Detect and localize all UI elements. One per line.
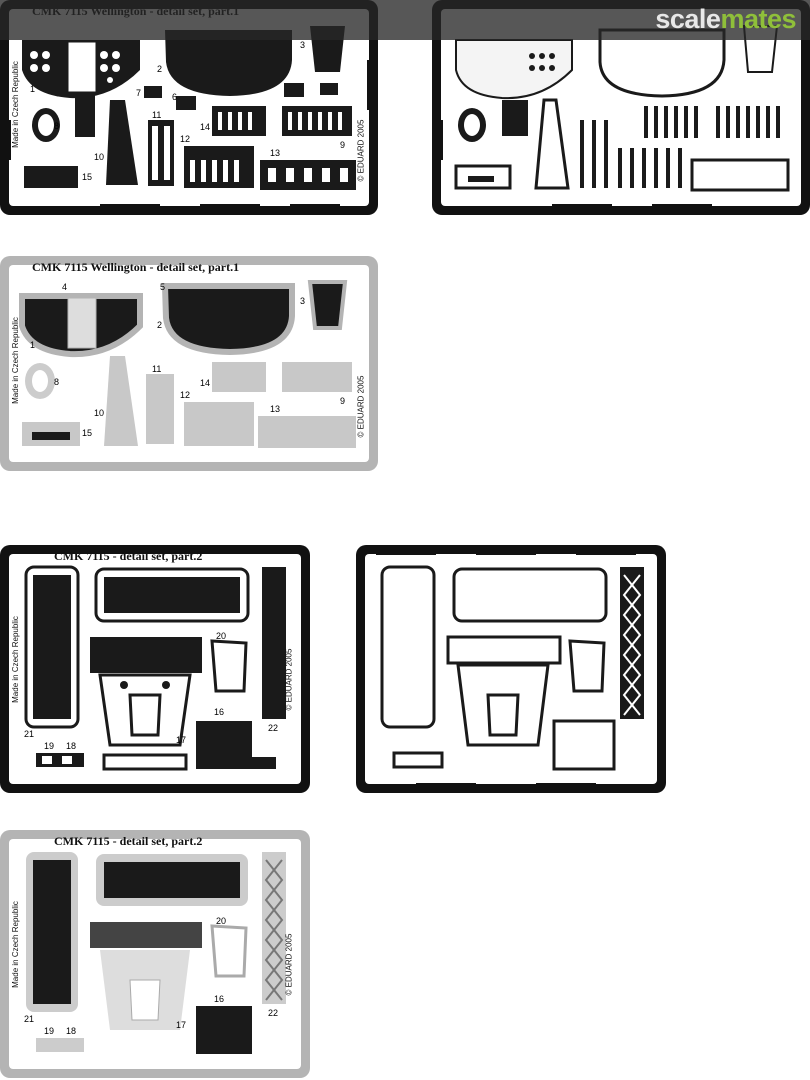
part-number: 14 bbox=[200, 122, 211, 132]
part-number: 1 bbox=[30, 340, 36, 350]
part-number: 10 bbox=[94, 152, 105, 162]
fret-part2-dark: CMK 7115 - detail set, part.2 Made in Cz… bbox=[0, 545, 310, 793]
fret1-maker-text: Made in Czech Republic bbox=[10, 61, 20, 148]
fret-part1-reverse bbox=[432, 0, 810, 215]
part-number: 10 bbox=[94, 408, 105, 418]
fret-part1-dark: CMK 7115 Wellington - detail set, part.1… bbox=[0, 0, 378, 215]
part-number: 21 bbox=[24, 1014, 35, 1024]
fret2-maker-text: Made in Czech Republic bbox=[10, 616, 20, 703]
part-number: 3 bbox=[300, 296, 306, 306]
scalemates-logo: scalemates bbox=[655, 4, 796, 34]
fret1-grey-maker-text: Made in Czech Republic bbox=[10, 317, 20, 404]
part-number: 20 bbox=[216, 916, 227, 926]
part-number: 15 bbox=[82, 428, 93, 438]
part-number: 11 bbox=[152, 110, 162, 120]
part-number: 8 bbox=[54, 121, 60, 131]
part-number: 20 bbox=[216, 631, 227, 641]
part-number: 13 bbox=[270, 148, 281, 158]
fret2-grey-copyright-text: © EDUARD 2005 bbox=[284, 933, 294, 996]
part-number: 13 bbox=[270, 404, 281, 414]
fret1-grey-title: CMK 7115 Wellington - detail set, part.1 bbox=[32, 260, 240, 274]
part-number: 16 bbox=[214, 994, 225, 1004]
part-number: 19 bbox=[44, 1026, 55, 1036]
fret-part1-grey: CMK 7115 Wellington - detail set, part.1… bbox=[0, 256, 378, 471]
fret-part2-reverse bbox=[356, 545, 666, 793]
watermark-banner: scalemates bbox=[0, 0, 810, 40]
part-number: 15 bbox=[82, 172, 93, 182]
part-number: 12 bbox=[180, 134, 191, 144]
part-number: 5 bbox=[160, 282, 166, 292]
part-number: 14 bbox=[200, 378, 211, 388]
part-number: 3 bbox=[300, 40, 306, 50]
fret2-grey-maker-text: Made in Czech Republic bbox=[10, 901, 20, 988]
part-number: 1 bbox=[30, 84, 36, 94]
part-number: 4 bbox=[62, 282, 68, 292]
part-number: 19 bbox=[44, 741, 55, 751]
part-number: 22 bbox=[268, 723, 279, 733]
part-number: 9 bbox=[340, 396, 346, 406]
part-number: 18 bbox=[66, 1026, 77, 1036]
part-number: 12 bbox=[180, 390, 191, 400]
part-number: 21 bbox=[24, 729, 35, 739]
part-number: 22 bbox=[268, 1008, 279, 1018]
part-number: 7 bbox=[136, 88, 142, 98]
part-number: 8 bbox=[54, 377, 60, 387]
part-number: 18 bbox=[66, 741, 77, 751]
part-number: 17 bbox=[176, 735, 187, 745]
part-number: 17 bbox=[176, 1020, 187, 1030]
fret2-title: CMK 7115 - detail set, part.2 bbox=[54, 549, 203, 563]
part-number: 2 bbox=[157, 64, 163, 74]
part-number: 2 bbox=[157, 320, 163, 330]
part-number: 16 bbox=[214, 707, 225, 717]
fret-part2-grey: CMK 7115 - detail set, part.2 Made in Cz… bbox=[0, 830, 310, 1078]
part-number: 9 bbox=[340, 140, 346, 150]
fret1-grey-copyright-text: © EDUARD 2005 bbox=[356, 375, 366, 438]
part-number: 6 bbox=[172, 92, 178, 102]
fret2-grey-title: CMK 7115 - detail set, part.2 bbox=[54, 834, 203, 848]
fret1-copyright-text: © EDUARD 2005 bbox=[356, 119, 366, 182]
part-number: 11 bbox=[152, 364, 162, 374]
fret2-copyright-text: © EDUARD 2005 bbox=[284, 648, 294, 711]
